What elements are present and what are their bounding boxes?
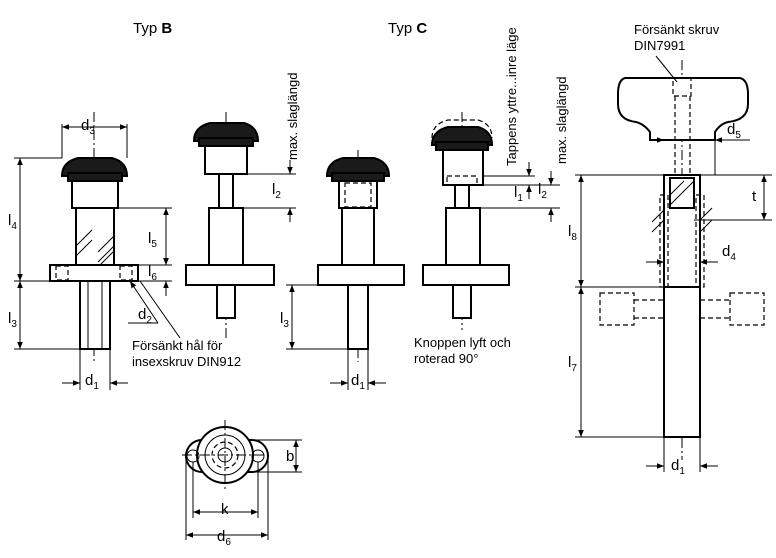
label-l7: l7 [568, 354, 577, 374]
right-assembly-view [599, 60, 765, 460]
label-l3-type-b: l3 [8, 310, 17, 330]
label-d3: d3 [81, 117, 95, 137]
note-hole-line2: insexskruv DIN912 [132, 354, 241, 369]
type-b-retracted-view [185, 112, 275, 340]
label-l2-type-c: l2 [538, 181, 547, 201]
top-view [182, 420, 272, 490]
label-l2-type-b: l2 [272, 181, 281, 201]
note-screw-line1: Försänkt skruv [634, 22, 720, 37]
label-d1-right: d1 [671, 457, 685, 477]
label-k: k [221, 501, 229, 518]
label-d1-type-c: d1 [351, 372, 365, 392]
type-c-section-view [317, 150, 405, 362]
label-l4: l4 [8, 212, 17, 232]
label-d2: d2 [138, 306, 152, 326]
label-d4: d4 [722, 243, 736, 263]
label-t: t [752, 188, 757, 205]
type-c-title: Typ C [388, 20, 427, 37]
note-knob-position: Tappens yttre...inre läge [504, 27, 519, 166]
type-b-section-view [49, 112, 139, 362]
type-b-title: Typ B [133, 20, 172, 37]
note-knob-line2: roterad 90° [414, 351, 478, 366]
label-b: b [286, 448, 294, 465]
label-l1: l1 [514, 184, 523, 204]
type-c-rotated-view [422, 112, 510, 330]
note-screw-line2: DIN7991 [634, 38, 685, 53]
label-l8: l8 [568, 223, 577, 243]
dimension-lines [14, 55, 772, 540]
label-d5: d5 [727, 121, 741, 141]
note-max-stroke-type-c: max. slaglängd [554, 77, 569, 164]
label-d1-type-b: d1 [85, 372, 99, 392]
label-l6: l6 [148, 263, 157, 283]
label-d6: d6 [217, 528, 231, 548]
label-l3-type-c: l3 [280, 310, 289, 330]
label-l5: l5 [148, 230, 157, 250]
note-hole-line1: Försänkt hål för [132, 338, 223, 353]
note-max-stroke-type-b: max. slaglängd [285, 73, 300, 160]
note-knob-line1: Knoppen lyft och [414, 335, 511, 350]
